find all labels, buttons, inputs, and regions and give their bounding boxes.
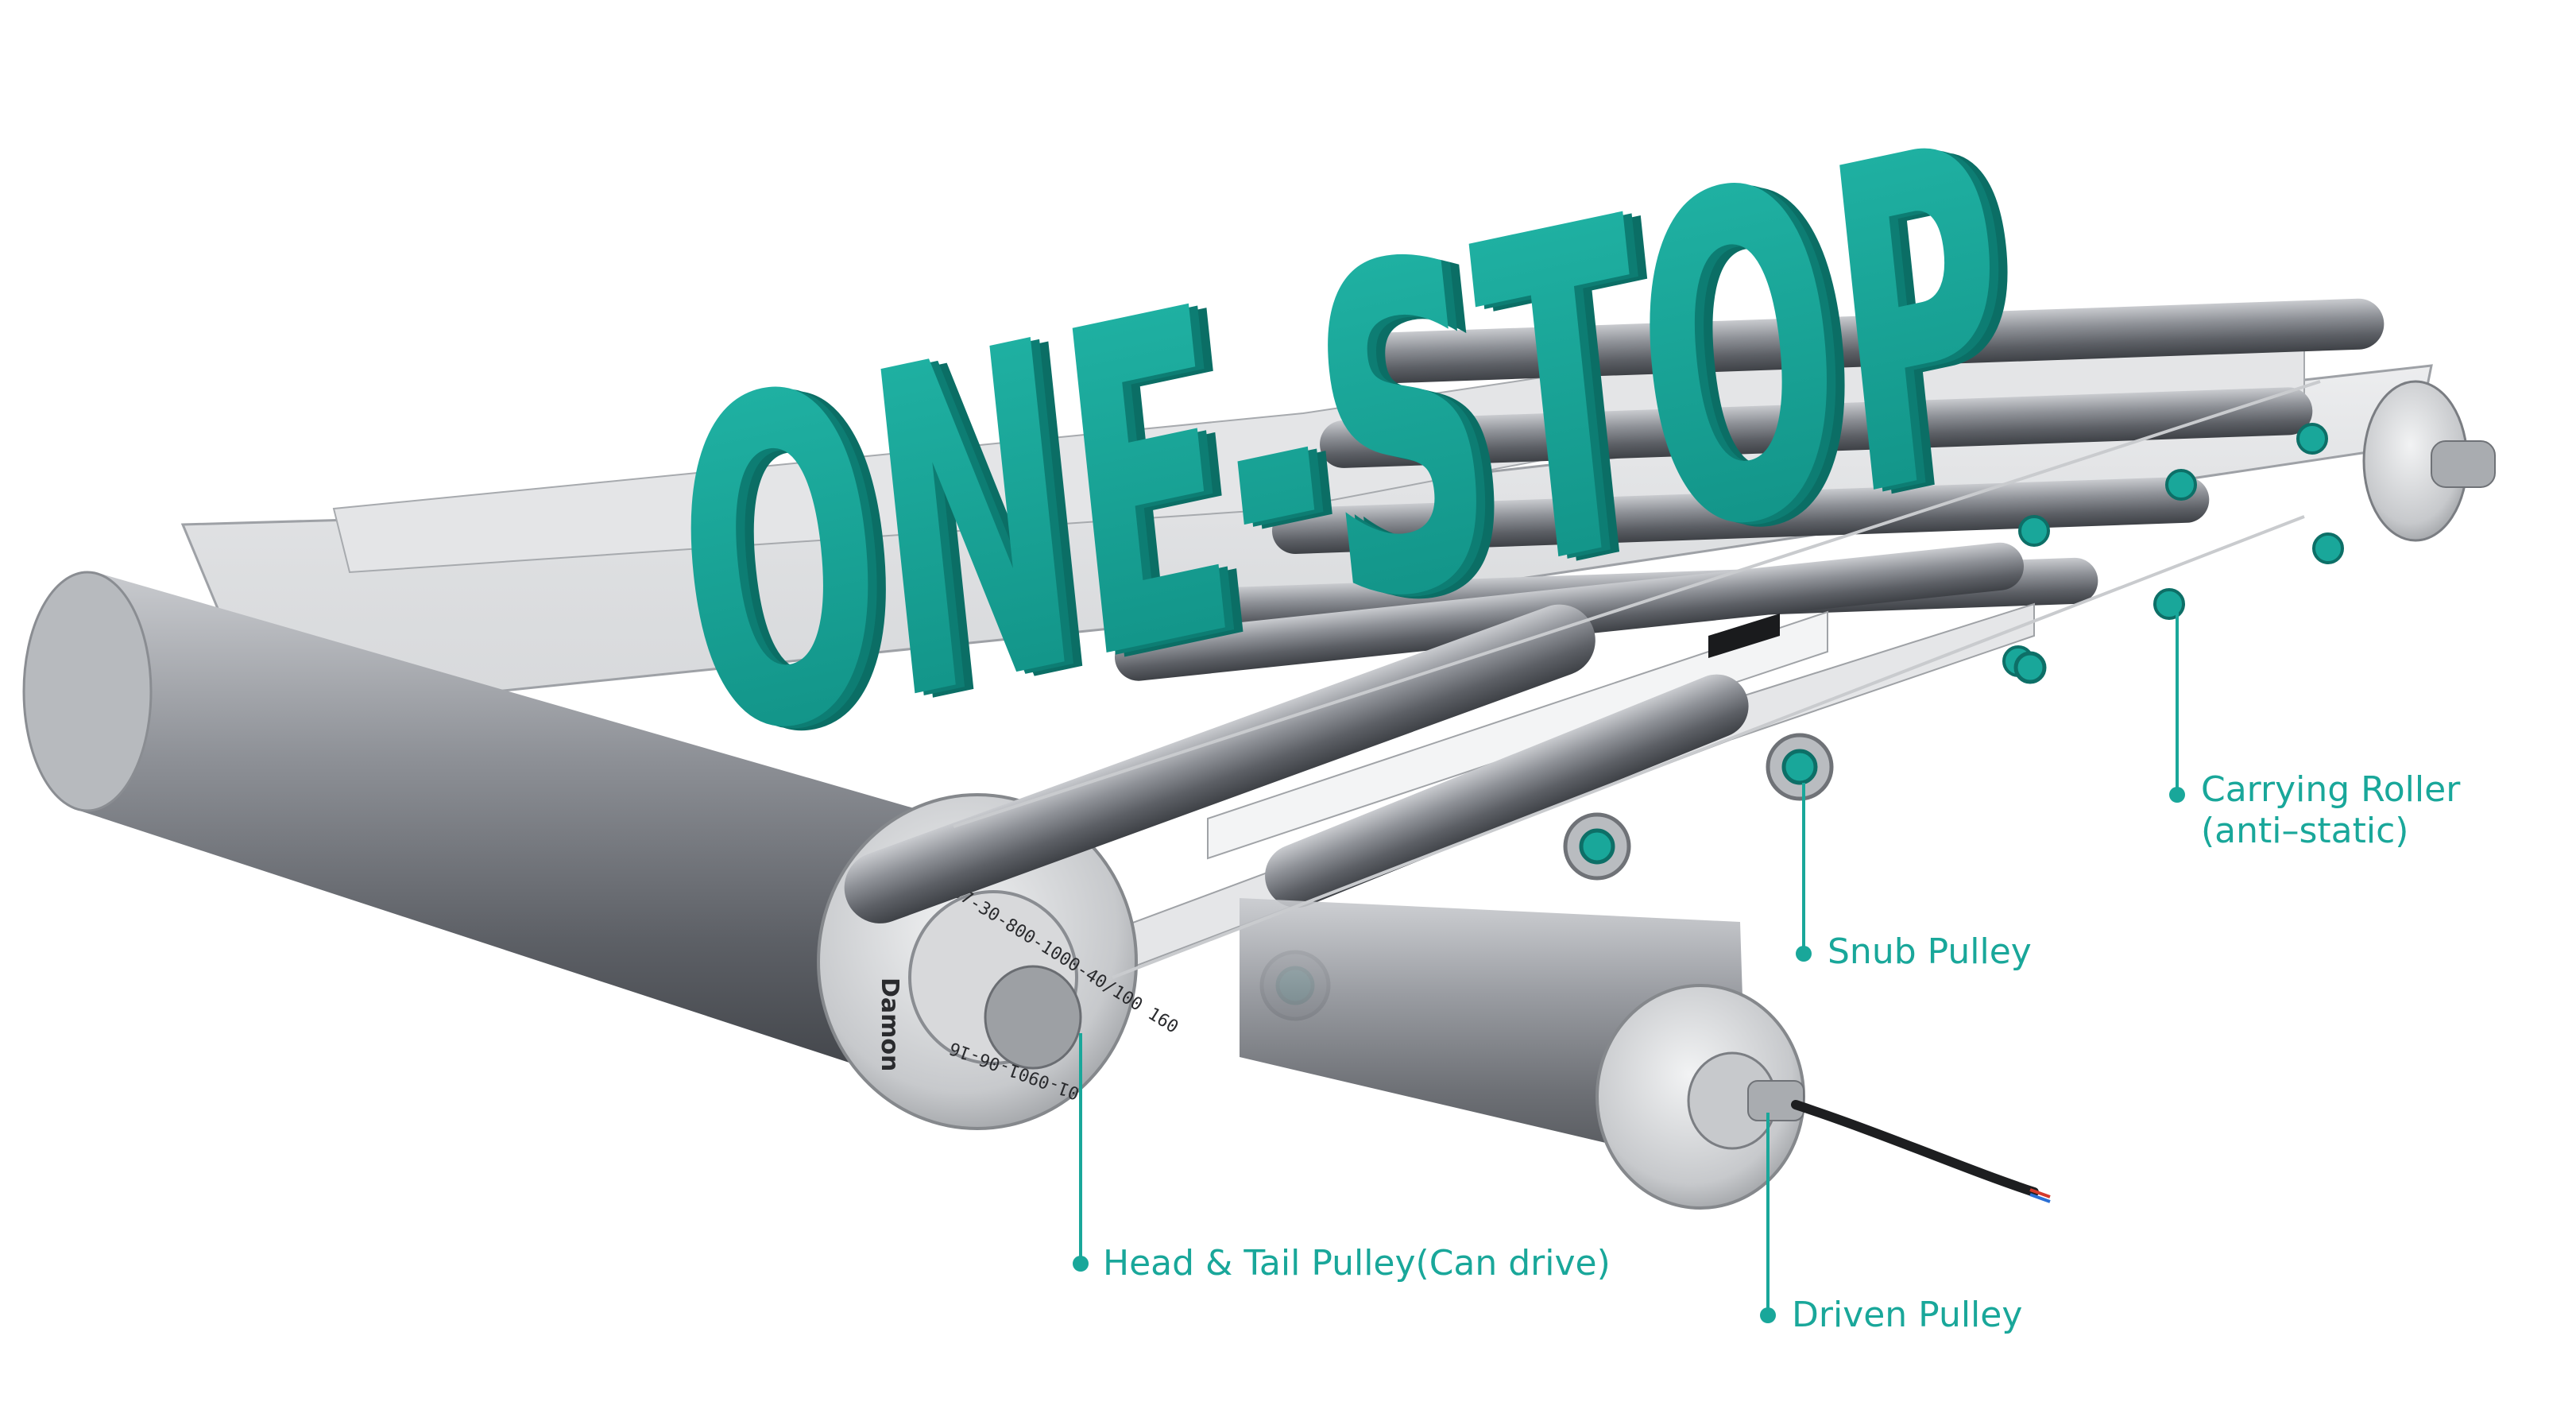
head-tail-pulley: BP-D-87-30-800-1000-40/100 160 Damon 01-… (22, 571, 1182, 1130)
motor-cable (1791, 1100, 2039, 1197)
carrying-rollers (1114, 298, 2385, 681)
snub-bearing-icon (1781, 749, 1818, 785)
sensor-strip (1708, 614, 1780, 658)
driven-pulley-label: Driven Pulley (1792, 1295, 2023, 1335)
snub-bearing-icon (2013, 651, 2047, 684)
bearing-icon (2018, 515, 2050, 547)
carrying-roller-label: Carrying Roller (anti–static) (2201, 769, 2460, 852)
right-end-pulley (2362, 380, 2496, 542)
carrying-roller (1271, 476, 2210, 554)
bearing-icon (2153, 588, 2185, 620)
snub-bearing-icon (1579, 828, 1615, 865)
carrying-roller-label-line1: Carrying Roller (2201, 769, 2461, 810)
belt-edge (1112, 515, 2305, 979)
carrying-roller (1320, 387, 2313, 468)
end-cap-brand: Damon (876, 978, 903, 1071)
carrying-roller-label-line2: (anti–static) (2201, 811, 2409, 851)
conveyed-item (1207, 610, 1828, 860)
head-tail-pulley-label: Head & Tail Pulley(Can drive) (1103, 1243, 1611, 1284)
snub-pulley-label: Snub Pulley (1828, 931, 2032, 972)
bearing-icon (2312, 532, 2344, 564)
carrying-roller (1352, 298, 2385, 384)
callout-leaders (1073, 612, 2185, 1323)
bearing-icon (2165, 469, 2197, 501)
driven-pulley (1240, 898, 2051, 1210)
belt-edge (953, 380, 2321, 828)
bearing-icon (2296, 423, 2328, 455)
